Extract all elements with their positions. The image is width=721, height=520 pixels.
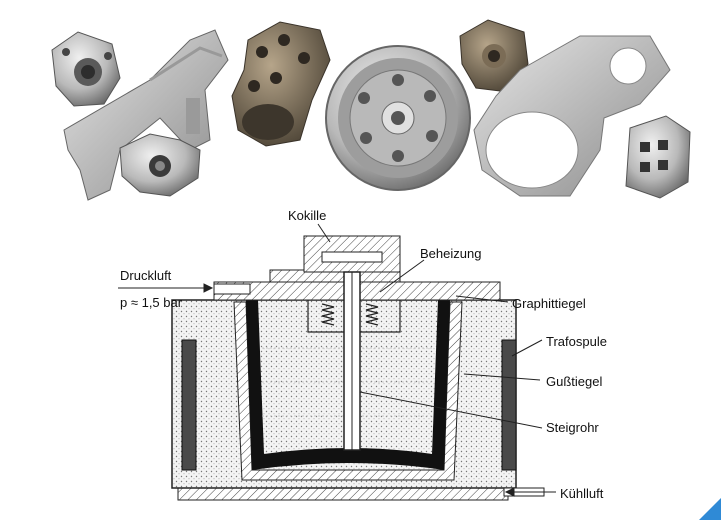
label-pressure: p ≈ 1,5 bar <box>120 295 183 310</box>
spring-left <box>321 303 335 326</box>
corner-accent <box>699 498 721 520</box>
casting-diagram: Kokille Beheizung Druckluft p ≈ 1,5 bar … <box>118 208 607 501</box>
cast-parts-photo <box>51 19 691 201</box>
ring-bracket <box>473 35 671 197</box>
die-mould <box>303 235 401 273</box>
label-druckluft: Druckluft <box>120 268 172 283</box>
manifold-block <box>231 21 331 147</box>
label-kokille: Kokille <box>288 208 326 223</box>
label-steigrohr: Steigrohr <box>546 420 599 435</box>
air-inlet-pipe <box>213 283 251 295</box>
label-beheizung: Beheizung <box>420 246 481 261</box>
leader-lines <box>118 223 556 497</box>
cast-crucible <box>233 301 463 481</box>
flange-part <box>459 19 529 93</box>
label-graphittiegel: Graphittiegel <box>512 296 586 311</box>
pump-block <box>625 115 691 199</box>
die-cavity <box>321 251 383 263</box>
spring-right <box>365 303 379 326</box>
label-kuehlluft: Kühlluft <box>560 486 604 501</box>
valve-body <box>119 133 201 197</box>
label-trafospule: Trafospule <box>546 334 607 349</box>
induction-coil-right <box>501 339 517 471</box>
housing-part <box>51 31 121 107</box>
label-gusstiegel: Gußtiegel <box>546 374 602 389</box>
wheel-hub <box>325 45 471 191</box>
induction-coil-left <box>181 339 197 471</box>
